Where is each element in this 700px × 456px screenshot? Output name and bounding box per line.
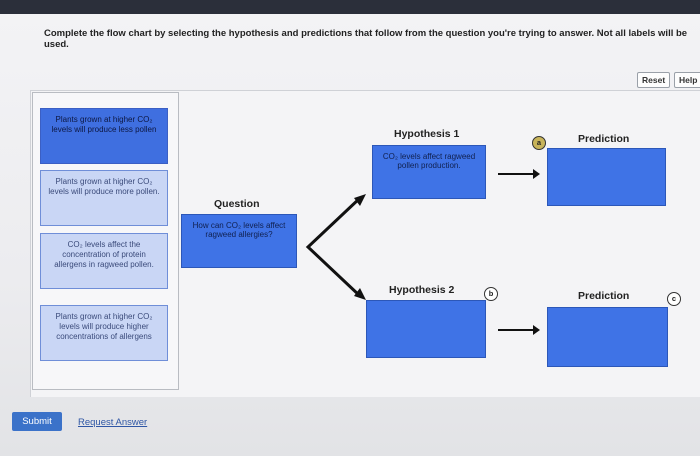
prediction1-title: Prediction [578, 133, 630, 145]
request-answer-link[interactable]: Request Answer [78, 417, 148, 428]
hypothesis2-title: Hypothesis 2 [389, 284, 455, 296]
label-card-less-pollen[interactable]: Plants grown at higher CO₂ levels will p… [40, 108, 168, 164]
prediction2-dropzone[interactable] [547, 307, 668, 367]
help-button[interactable]: Help [674, 72, 700, 88]
badge-a: a [532, 136, 546, 150]
branch-arrowhead-top [354, 194, 366, 206]
instruction-text: Complete the flow chart by selecting the… [44, 28, 688, 50]
prediction1-dropzone[interactable] [547, 148, 666, 206]
hypothesis1-title: Hypothesis 1 [394, 128, 460, 140]
hypothesis1-dropzone[interactable]: CO₂ levels affect ragweed pollen product… [372, 145, 486, 199]
arrow-to-prediction2 [498, 325, 540, 335]
branch-connector [305, 194, 366, 300]
label-card-protein-allergens[interactable]: CO₂ levels affect the concentration of p… [40, 233, 168, 289]
branch-lines [305, 196, 362, 298]
label-card-higher-allergens[interactable]: Plants grown at higher CO₂ levels will p… [40, 305, 168, 361]
question-box: How can CO₂ levels affect ragweed allerg… [181, 214, 297, 268]
prediction2-title: Prediction [578, 290, 630, 302]
branch-arrowhead-bottom [354, 288, 366, 300]
top-strip [0, 0, 700, 14]
question-title: Question [214, 198, 260, 210]
submit-button[interactable]: Submit [12, 412, 62, 431]
reset-button[interactable]: Reset [637, 72, 671, 88]
hypothesis2-dropzone[interactable] [366, 300, 486, 358]
label-card-more-pollen[interactable]: Plants grown at higher CO₂ levels will p… [40, 170, 168, 226]
arrow-to-prediction1 [498, 169, 540, 179]
badge-c: c [667, 292, 681, 306]
badge-b: b [484, 287, 498, 301]
